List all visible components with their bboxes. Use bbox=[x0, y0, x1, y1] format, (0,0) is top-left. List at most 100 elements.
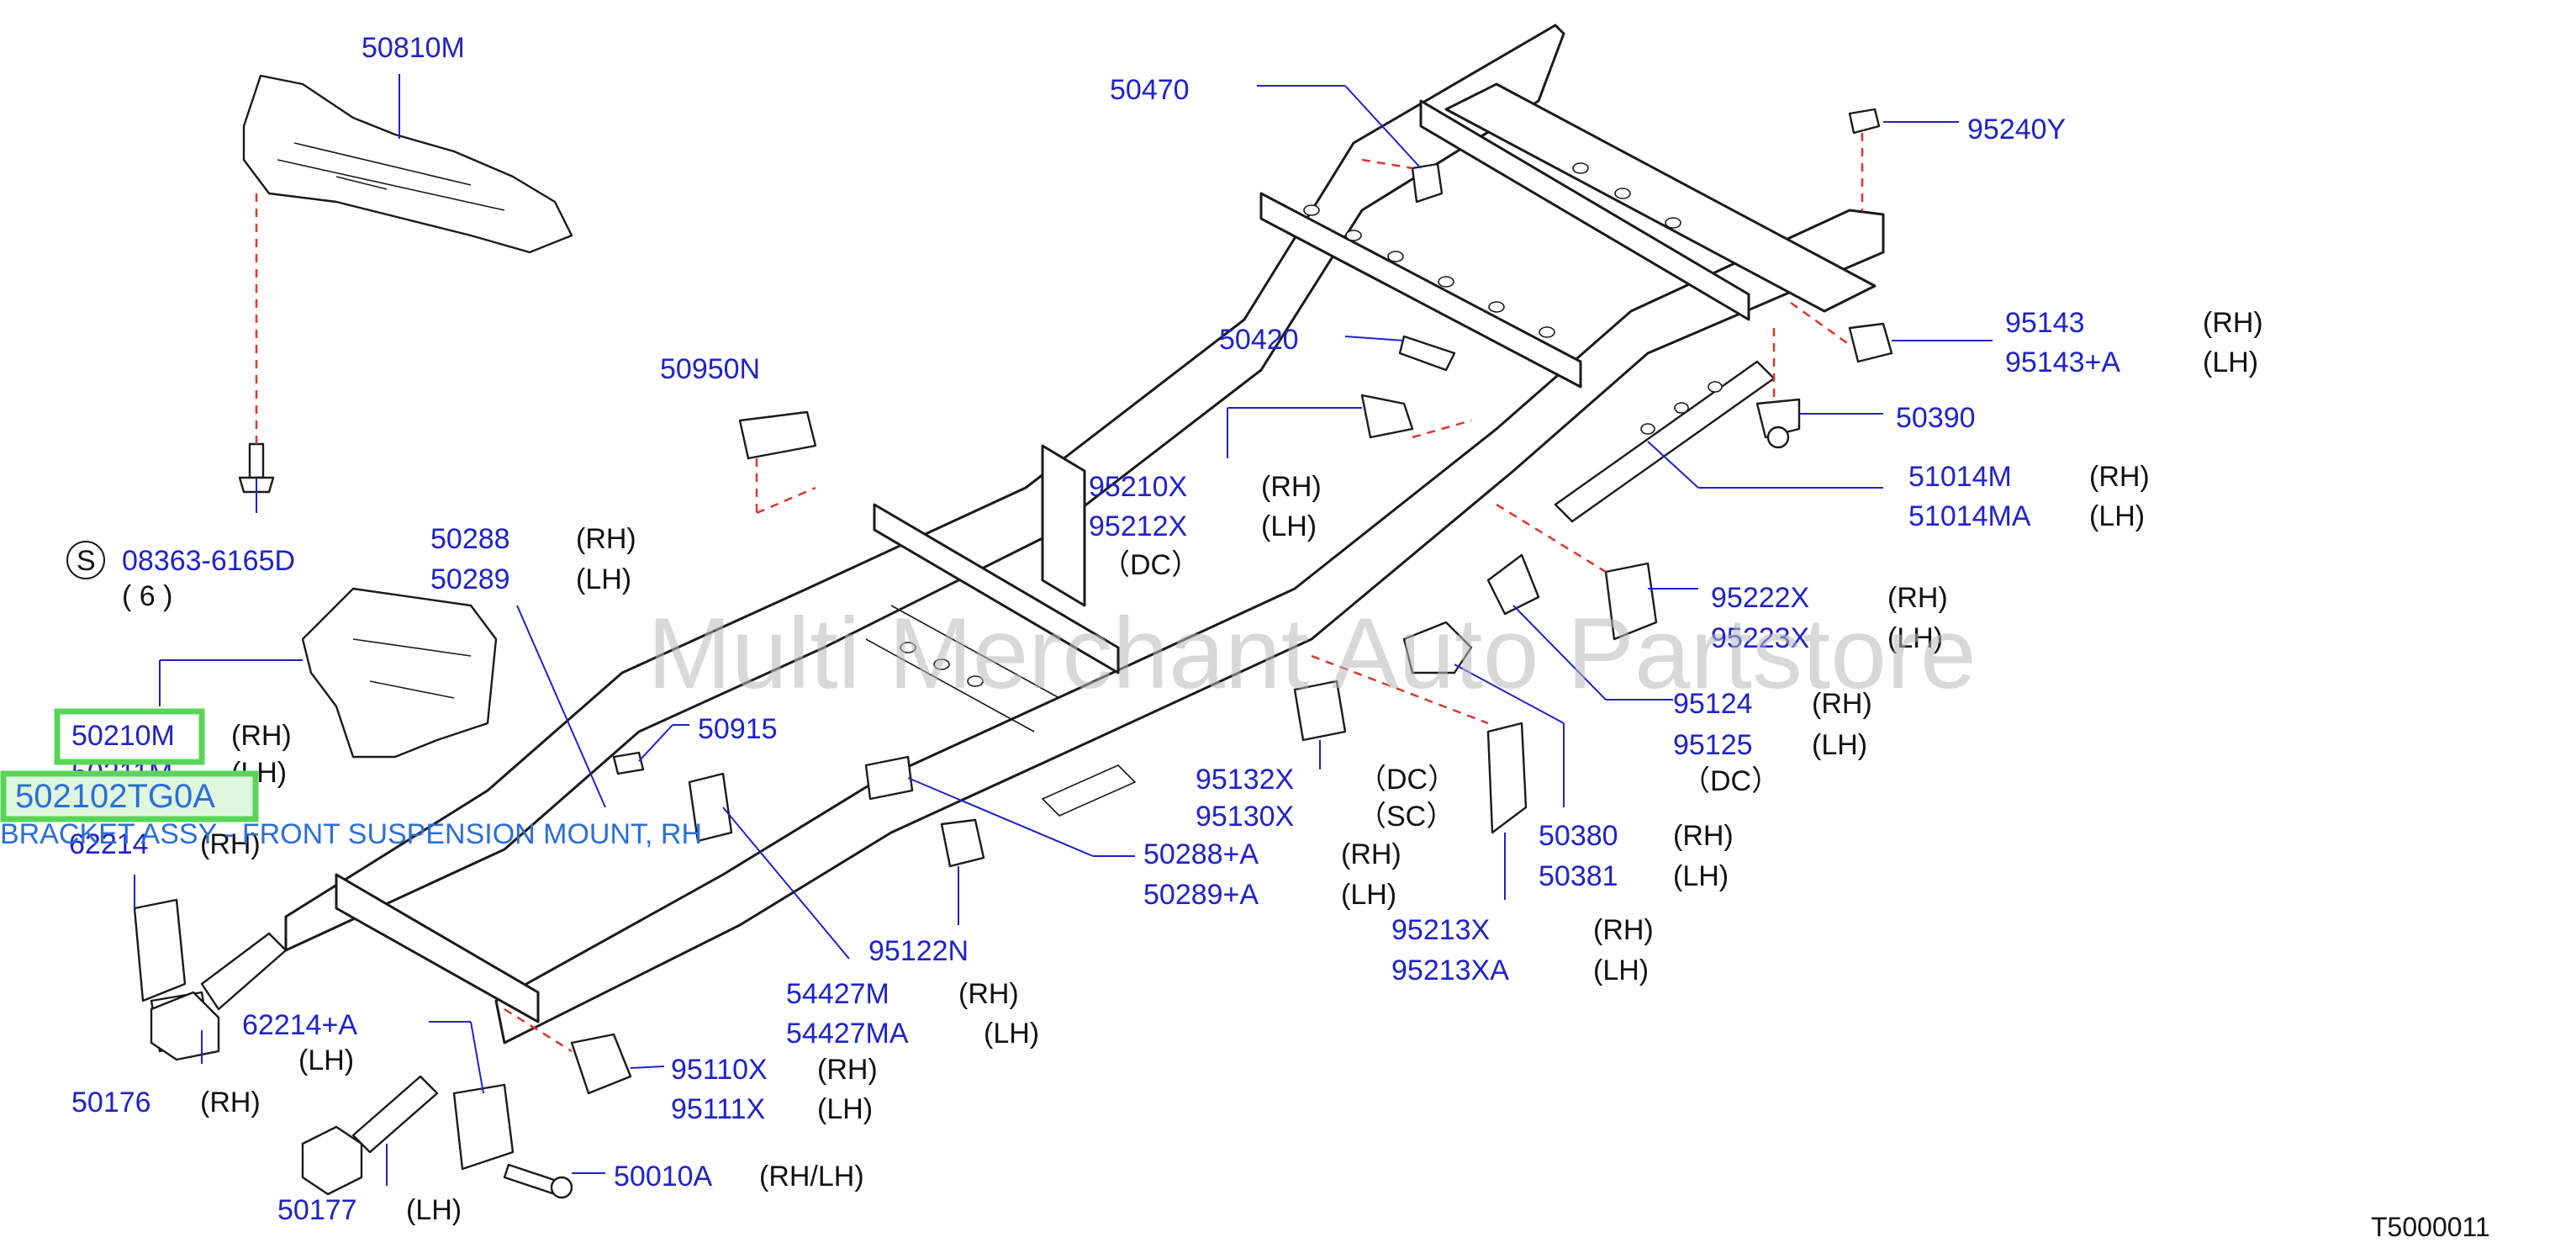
callout-95143A[interactable]: 95143+A bbox=[2005, 346, 2120, 378]
callout-95223X[interactable]: 95223X bbox=[1711, 622, 1809, 654]
standard-part-mark bbox=[66, 541, 105, 579]
side-95213XA: (LH) bbox=[1593, 955, 1649, 986]
callout-50380[interactable]: 50380 bbox=[1539, 820, 1618, 852]
callout-54427MA[interactable]: 54427MA bbox=[786, 1018, 909, 1050]
callout-95213XA[interactable]: 95213XA bbox=[1391, 955, 1509, 986]
side-95222X: (RH) bbox=[1887, 582, 1948, 614]
part-50810M-cover bbox=[242, 74, 573, 254]
callout-50810M[interactable]: 50810M bbox=[362, 32, 465, 64]
callout-08363[interactable]: 08363-6165D bbox=[122, 545, 295, 577]
part-95222X-bracket bbox=[1604, 562, 1658, 641]
variant-95132X: （DC） bbox=[1358, 764, 1456, 796]
callout-50381[interactable]: 50381 bbox=[1539, 860, 1618, 892]
callout-50420[interactable]: 50420 bbox=[1219, 324, 1299, 356]
side-51014M: (RH) bbox=[2089, 461, 2150, 493]
variant-95212X: （DC） bbox=[1101, 549, 1200, 581]
part-95110X-bracket bbox=[570, 1033, 632, 1095]
callout-62214[interactable]: 62214 bbox=[69, 828, 149, 860]
watermark: Multi Merchant Auto Partstore bbox=[647, 597, 1977, 710]
side-50288: (RH) bbox=[576, 523, 636, 555]
standard-part-letter: S bbox=[77, 545, 96, 577]
part-50915-clip bbox=[612, 751, 645, 775]
side-50176: (RH) bbox=[200, 1087, 261, 1118]
variant-95130X: （SC） bbox=[1358, 801, 1454, 833]
callout-50915[interactable]: 50915 bbox=[698, 713, 778, 745]
callout-51014MA[interactable]: 51014MA bbox=[1908, 500, 2031, 532]
callout-95122N[interactable]: 95122N bbox=[868, 935, 969, 967]
callout-95125[interactable]: 95125 bbox=[1673, 729, 1753, 761]
callout-95240Y[interactable]: 95240Y bbox=[1967, 114, 2066, 145]
callout-50288A[interactable]: 50288+A bbox=[1143, 838, 1259, 870]
part-number-label: 502102TG0A bbox=[15, 778, 215, 815]
side-95212X: (LH) bbox=[1261, 510, 1317, 542]
chassis-frame bbox=[284, 24, 1885, 1044]
alignment-dashes bbox=[255, 133, 1864, 1053]
callout-50950N[interactable]: 50950N bbox=[660, 353, 760, 385]
side-51014MA: (LH) bbox=[2089, 500, 2145, 532]
part-50010A-bolt bbox=[503, 1163, 573, 1199]
callout-95130X[interactable]: 95130X bbox=[1196, 801, 1294, 833]
side-50381: (LH) bbox=[1673, 860, 1729, 892]
callout-54427M[interactable]: 54427M bbox=[786, 978, 889, 1010]
callout-labels: 50810M 50470 95240Y 95143 (RH) 95143+A (… bbox=[66, 32, 2263, 1226]
callout-95110X[interactable]: 95110X bbox=[671, 1054, 768, 1086]
part-95122N-bracket bbox=[940, 818, 985, 868]
callout-50288[interactable]: 50288 bbox=[430, 523, 510, 555]
part-62214A-mount bbox=[452, 1083, 515, 1171]
callout-50210M[interactable]: 50210M bbox=[71, 720, 175, 752]
side-95210X: (RH) bbox=[1261, 471, 1322, 503]
part-description: BRACKET ASSY - FRONT SUSPENSION MOUNT, R… bbox=[0, 818, 702, 850]
callout-95111X[interactable]: 95111X bbox=[671, 1093, 765, 1125]
side-95223X: (LH) bbox=[1887, 622, 1943, 654]
side-62214: (RH) bbox=[200, 828, 261, 860]
callout-50470[interactable]: 50470 bbox=[1110, 74, 1190, 106]
side-50289A: (LH) bbox=[1341, 879, 1396, 911]
part-95240Y-clip bbox=[1848, 108, 1881, 135]
callout-62214A[interactable]: 62214+A bbox=[242, 1009, 357, 1041]
callout-50390[interactable]: 50390 bbox=[1896, 402, 1976, 434]
side-62214A: (LH) bbox=[298, 1044, 354, 1076]
leader-lines bbox=[134, 74, 1993, 1186]
side-50210M: (RH) bbox=[231, 720, 292, 752]
side-95213X: (RH) bbox=[1593, 914, 1654, 946]
callout-50177[interactable]: 50177 bbox=[277, 1194, 357, 1226]
callout-95213X[interactable]: 95213X bbox=[1391, 914, 1490, 946]
side-95143: (RH) bbox=[2203, 307, 2263, 339]
part-50950N-bracket bbox=[738, 410, 817, 460]
part-50470-bracket bbox=[1411, 162, 1444, 204]
part-50288A-bracket bbox=[864, 755, 914, 801]
callout-50010A[interactable]: 50010A bbox=[614, 1161, 713, 1192]
part-50177-insulator bbox=[301, 1075, 439, 1196]
callout-95132X[interactable]: 95132X bbox=[1196, 764, 1294, 796]
side-50289: (LH) bbox=[576, 563, 631, 595]
callout-50289A[interactable]: 50289+A bbox=[1143, 879, 1259, 911]
selected-part-highlight[interactable]: 50210M (RH) 502102TG0A BRACKET ASSY - FR… bbox=[0, 708, 702, 850]
side-50010A: (RH/LH) bbox=[759, 1161, 864, 1192]
callout-95212X[interactable]: 95212X bbox=[1089, 510, 1187, 542]
highlight-box-50210M bbox=[54, 708, 205, 765]
part-95132X-bracket bbox=[1293, 680, 1347, 742]
callout-95143[interactable]: 95143 bbox=[2005, 307, 2085, 339]
diagram-code: T5000011 bbox=[2371, 1212, 2490, 1242]
callout-50176[interactable]: 50176 bbox=[71, 1087, 151, 1118]
side-95110X: (RH) bbox=[817, 1054, 878, 1086]
side-50288A: (RH) bbox=[1341, 838, 1401, 870]
part-50210M-bracket bbox=[301, 587, 498, 759]
part-number-tag bbox=[0, 770, 259, 822]
side-95124: (RH) bbox=[1812, 688, 1872, 720]
callout-95124[interactable]: 95124 bbox=[1673, 688, 1753, 720]
part-95213X-bracket bbox=[1486, 722, 1528, 834]
qty-08363: ( 6 ) bbox=[122, 580, 172, 612]
side-95143A: (LH) bbox=[2203, 346, 2258, 378]
part-95143-bracket bbox=[1848, 322, 1893, 363]
callout-95210X[interactable]: 95210X bbox=[1089, 471, 1187, 503]
callout-51014M[interactable]: 51014M bbox=[1908, 461, 2012, 493]
part-54427M-bracket bbox=[688, 772, 733, 843]
part-50420-stud bbox=[1360, 335, 1456, 439]
variant-95125: （DC） bbox=[1681, 765, 1780, 797]
callout-50289[interactable]: 50289 bbox=[430, 563, 510, 595]
callout-95222X[interactable]: 95222X bbox=[1711, 582, 1809, 614]
side-95111X: (LH) bbox=[817, 1093, 873, 1125]
part-50380-insulator bbox=[1402, 621, 1473, 674]
